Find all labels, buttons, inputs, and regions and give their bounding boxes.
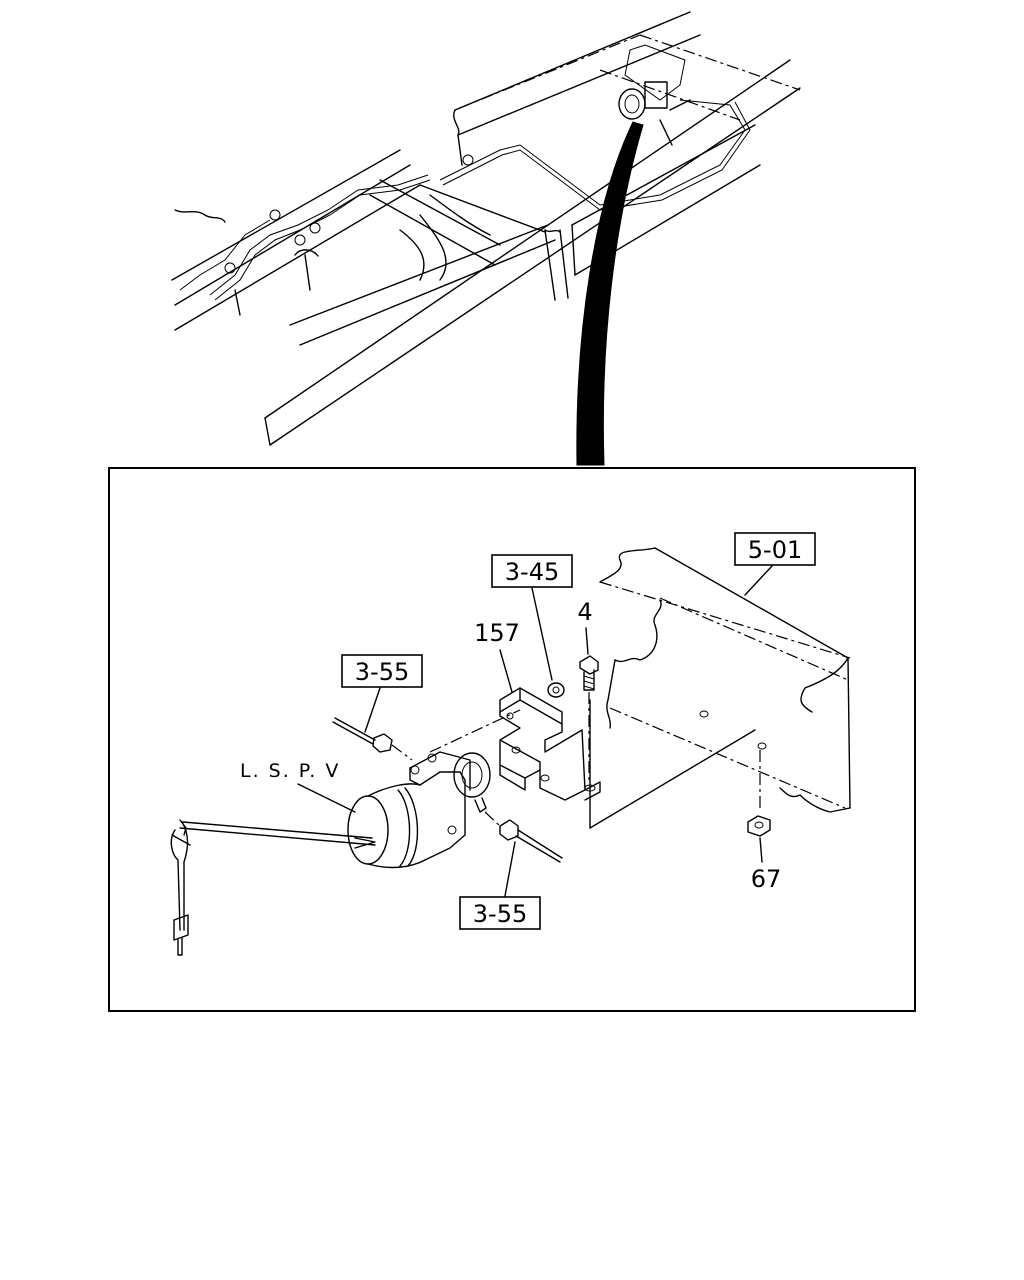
bolt-4 (579, 655, 599, 780)
nut-67 (747, 750, 771, 837)
callout-5-01: 5-01 (734, 532, 816, 596)
callout-3-55-upper: 3-55 (341, 654, 423, 733)
callout-4: 4 (577, 598, 593, 655)
brake-pipe-upper (332, 709, 521, 761)
callout-lspv: L. S. P. V (240, 760, 356, 813)
callout-3-45: 3-45 (491, 554, 573, 681)
bracket-157 (499, 687, 601, 801)
ref-5-01-text: 5-01 (748, 536, 802, 564)
frame-rail-section (589, 547, 851, 829)
ref-3-55-lower-text: 3-55 (473, 900, 527, 928)
part-157-text: 157 (474, 619, 520, 647)
lspv-valve (170, 751, 491, 956)
part-4-text: 4 (577, 598, 592, 626)
callout-67: 67 (751, 837, 782, 893)
callout-3-55-lower: 3-55 (459, 841, 541, 930)
part-67-text: 67 (751, 865, 782, 893)
detail-frame (108, 467, 916, 1012)
chassis-overview (171, 11, 801, 446)
brake-pipe-lower (484, 811, 563, 863)
callout-157: 157 (474, 619, 520, 693)
lspv-label: L. S. P. V (240, 760, 340, 782)
ref-3-55-upper-text: 3-55 (355, 658, 409, 686)
nut-3-45 (547, 682, 565, 698)
detail-leader (576, 121, 644, 466)
ref-3-45-text: 3-45 (505, 558, 559, 586)
